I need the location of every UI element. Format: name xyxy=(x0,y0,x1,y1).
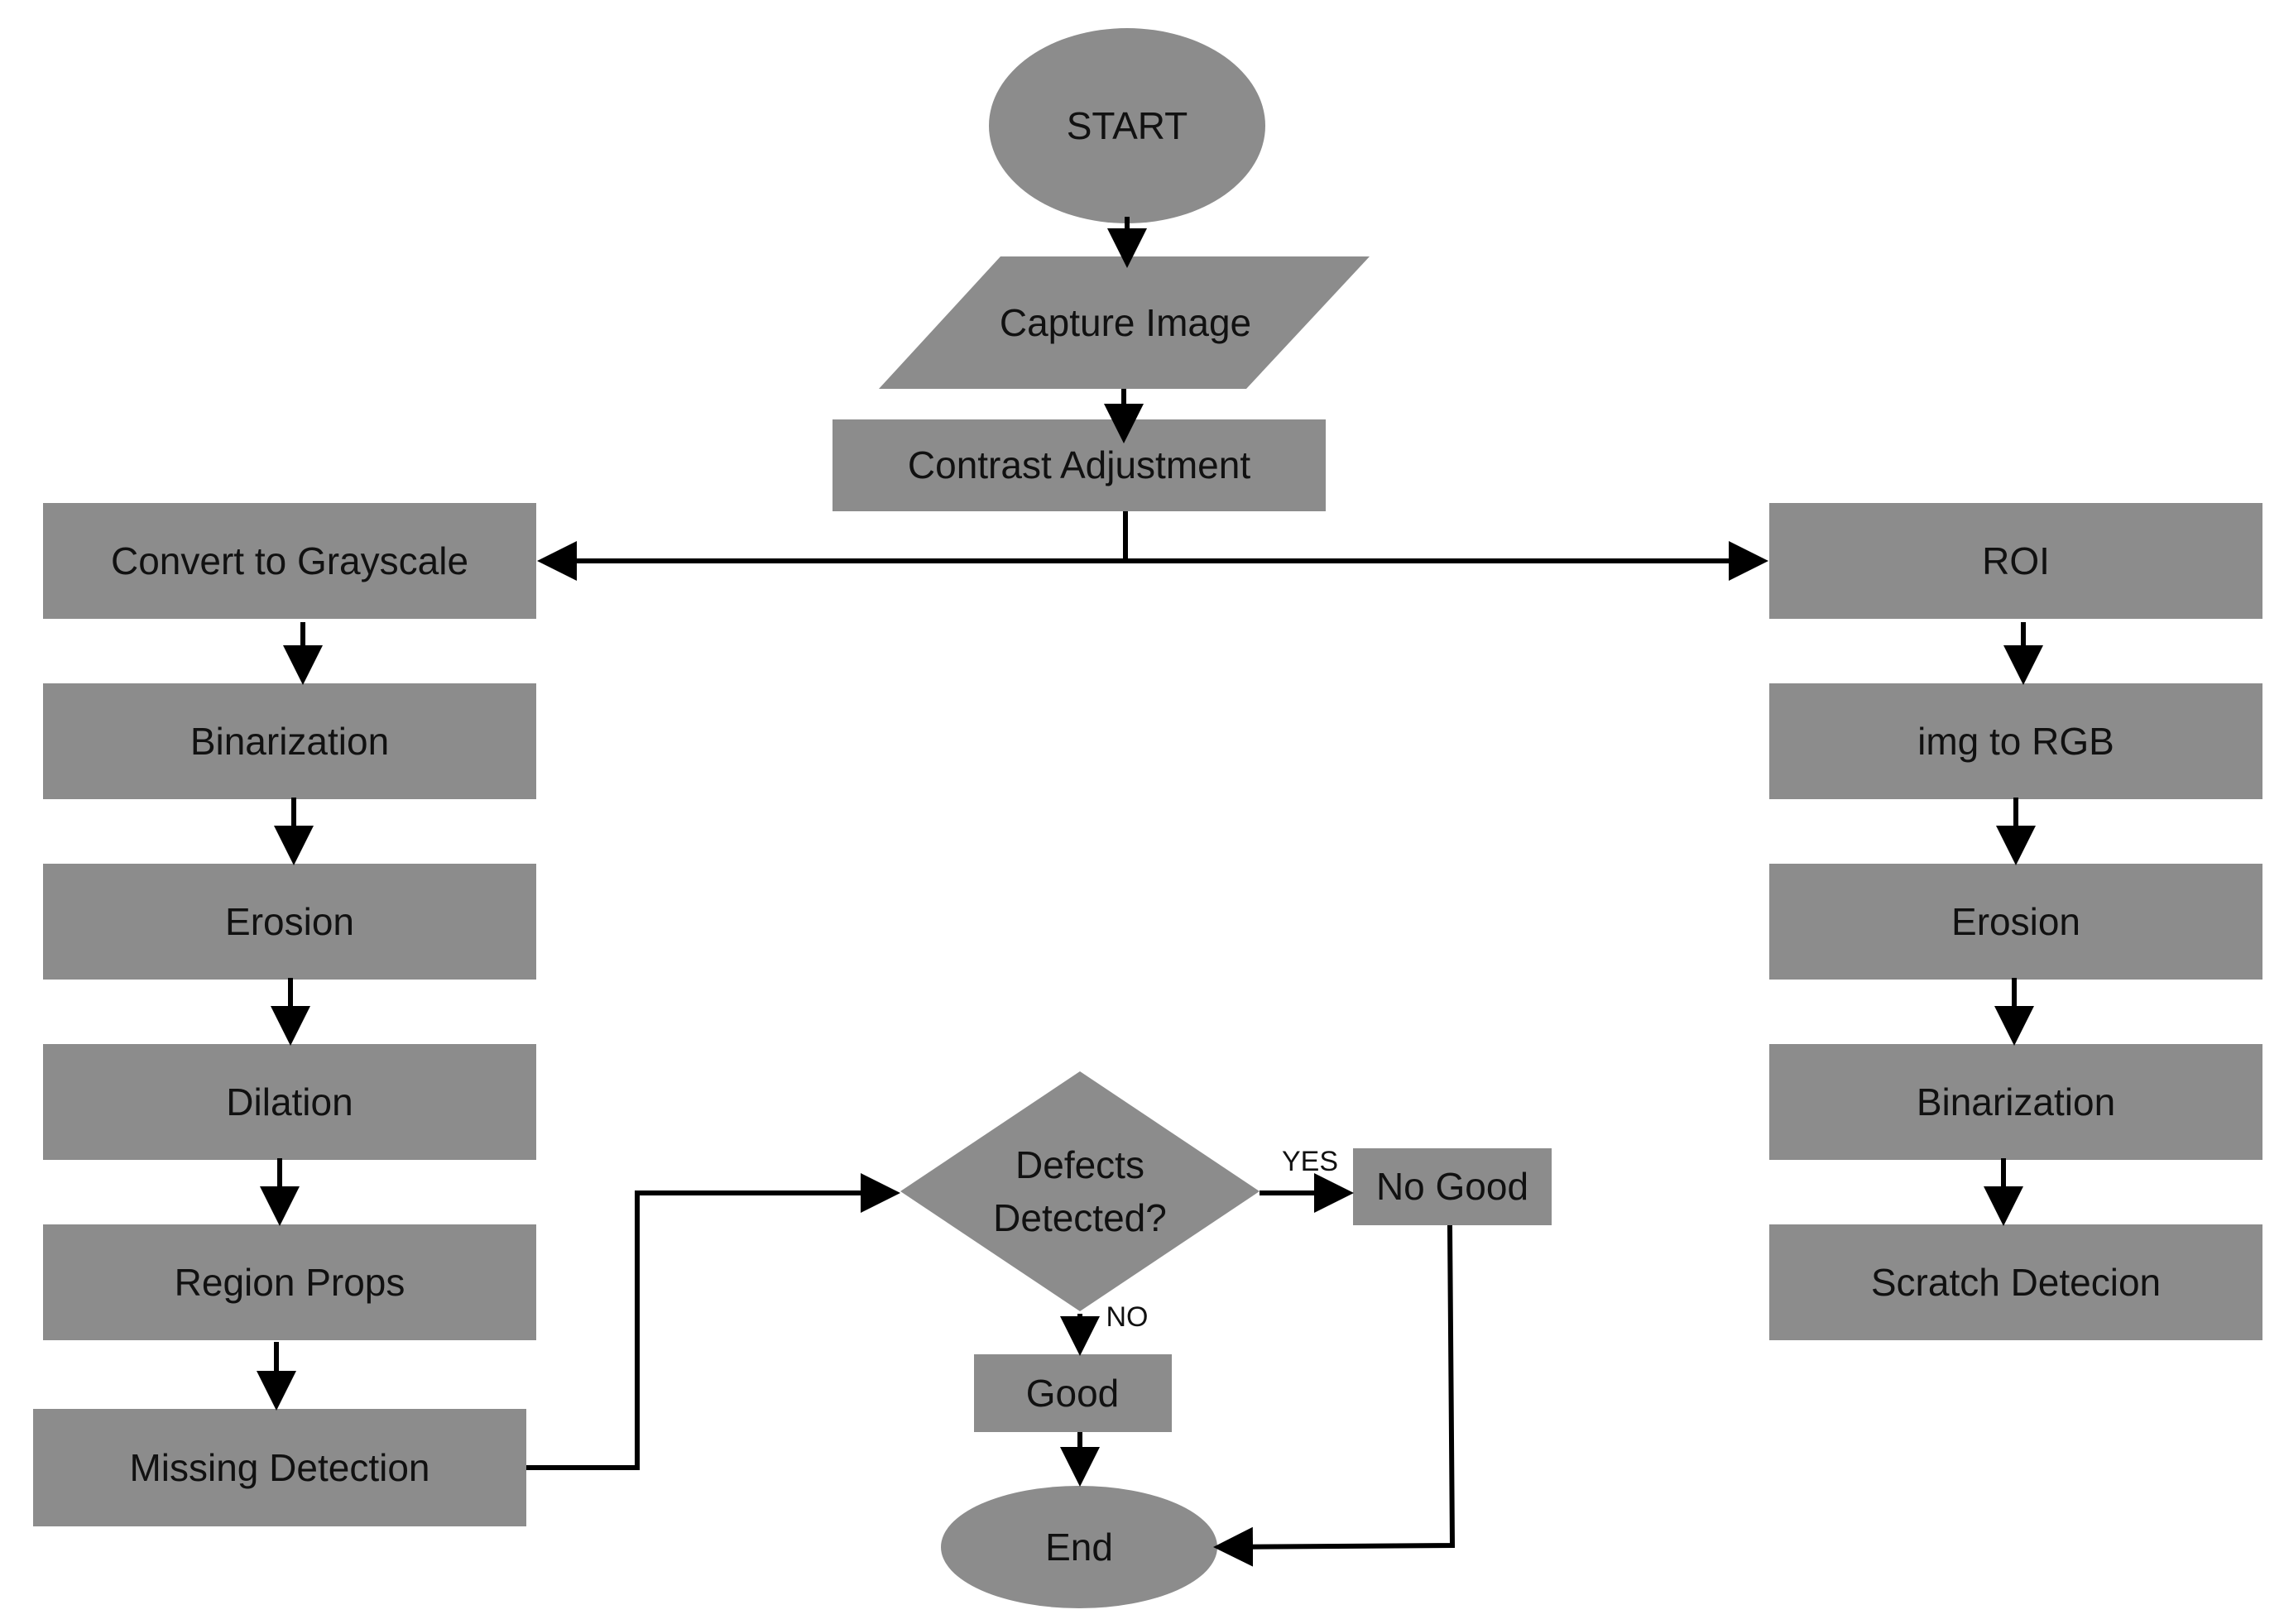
convert-grayscale-label: Convert to Grayscale xyxy=(111,539,468,582)
roi-node: ROI xyxy=(1769,503,2262,619)
end-label: End xyxy=(1045,1526,1113,1569)
left-binarization-label: Binarization xyxy=(190,720,389,763)
left-binarization-node: Binarization xyxy=(43,683,536,799)
no-good-label: No Good xyxy=(1376,1165,1528,1208)
decision-label-line2: Detected? xyxy=(993,1196,1167,1239)
start-label: START xyxy=(1067,104,1188,147)
scratch-detection-label: Scratch Detecion xyxy=(1871,1261,2161,1304)
left-erosion-label: Erosion xyxy=(225,900,354,943)
right-erosion-node: Erosion xyxy=(1769,864,2262,980)
roi-label: ROI xyxy=(1982,539,2050,582)
img-to-rgb-label: img to RGB xyxy=(1917,720,2114,763)
good-label: Good xyxy=(1026,1372,1120,1415)
region-props-node: Region Props xyxy=(43,1224,536,1340)
convert-grayscale-node: Convert to Grayscale xyxy=(43,503,536,619)
no-good-node: No Good xyxy=(1353,1148,1552,1225)
decision-label-line1: Defects xyxy=(1015,1143,1144,1186)
scratch-detection-node: Scratch Detecion xyxy=(1769,1224,2262,1340)
contrast-adjustment-label: Contrast Adjustment xyxy=(908,443,1250,486)
capture-image-node: Capture Image xyxy=(879,256,1370,389)
dilation-label: Dilation xyxy=(226,1080,353,1123)
region-props-label: Region Props xyxy=(175,1261,405,1304)
good-node: Good xyxy=(974,1354,1172,1432)
start-node: START xyxy=(989,28,1265,223)
contrast-adjustment-node: Contrast Adjustment xyxy=(833,419,1326,511)
arrow-missing-to-decision xyxy=(526,1173,900,1470)
defects-decision-node: Defects Detected? xyxy=(900,1071,1260,1311)
left-erosion-node: Erosion xyxy=(43,864,536,980)
right-erosion-label: Erosion xyxy=(1951,900,2080,943)
dilation-node: Dilation xyxy=(43,1044,536,1160)
yes-edge-label: YES xyxy=(1282,1146,1338,1177)
arrow-no-good-to-end xyxy=(1213,1224,1456,1567)
no-edge-label: NO xyxy=(1106,1301,1149,1333)
img-to-rgb-node: img to RGB xyxy=(1769,683,2262,799)
right-binarization-node: Binarization xyxy=(1769,1044,2262,1160)
capture-image-label: Capture Image xyxy=(1000,301,1251,344)
missing-detection-node: Missing Detection xyxy=(33,1409,526,1526)
right-binarization-label: Binarization xyxy=(1917,1080,2115,1123)
missing-detection-label: Missing Detection xyxy=(129,1446,429,1489)
end-node: End xyxy=(941,1486,1217,1608)
